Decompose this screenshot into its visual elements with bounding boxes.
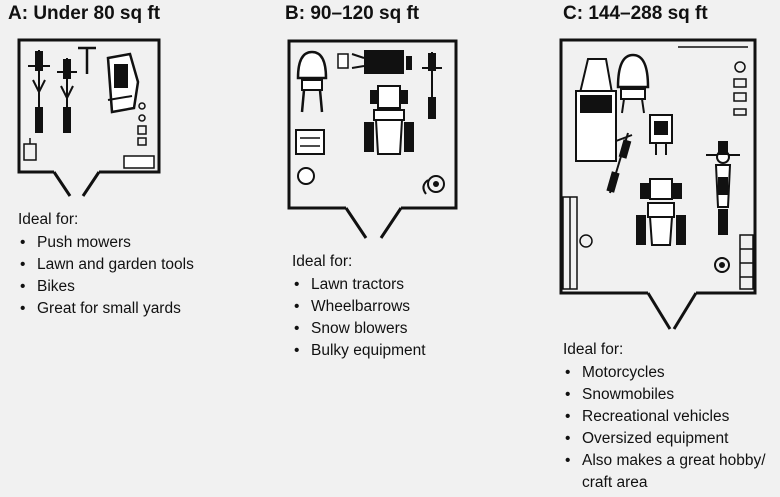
list-item: Oversized equipment — [563, 428, 766, 450]
watering-can-icon — [23, 138, 37, 161]
storage-cabinet-icon — [739, 234, 754, 290]
list-item: Lawn tractors — [292, 274, 426, 296]
motorcycle-icon — [706, 141, 740, 235]
list-item: Push mowers — [18, 232, 194, 254]
list-item: Great for small yards — [18, 298, 194, 320]
list-item-continuation: craft area — [582, 474, 648, 491]
list-item: Wheelbarrows — [292, 296, 426, 318]
bucket-icon — [579, 234, 593, 248]
mower-handle-icon — [78, 46, 96, 74]
bike-icon — [28, 50, 50, 133]
bike-icon — [606, 132, 633, 194]
bucket-icon — [297, 167, 315, 185]
shed-c-floorplan — [559, 38, 757, 330]
snowmobile-icon — [575, 58, 617, 162]
list-item: Recreational vehicles — [563, 406, 766, 428]
snow-blower-icon — [296, 50, 328, 113]
section-a-title: A: Under 80 sq ft — [8, 3, 161, 24]
wheelbarrow-icon — [351, 50, 412, 74]
door-right-icon — [379, 207, 403, 239]
list-item: Motorcycles — [563, 362, 766, 384]
door-left-icon — [52, 171, 72, 197]
door-left-icon — [344, 207, 368, 239]
workbench-icon — [562, 196, 578, 290]
ideal-heading: Ideal for: — [18, 211, 79, 228]
toolbox-icon — [295, 129, 325, 155]
hose-reel-icon — [714, 257, 730, 273]
list-item: Snow blowers — [292, 318, 426, 340]
bike-icon — [57, 58, 77, 133]
door-right-icon — [672, 292, 698, 330]
shed-b-floorplan — [287, 39, 458, 239]
gas-can-icon — [337, 53, 349, 69]
section-c-title: C: 144–288 sq ft — [563, 3, 708, 24]
shed-a-floorplan — [17, 38, 161, 197]
shelf-items-icon — [123, 102, 155, 169]
door-right-icon — [81, 171, 101, 197]
list-item: Bulky equipment — [292, 340, 426, 362]
hose-reel-icon — [422, 175, 445, 195]
shelf-items-icon — [733, 61, 747, 116]
section-a-ideal-list: Ideal for: Push mowers Lawn and garden t… — [18, 209, 194, 320]
section-b-title: B: 90–120 sq ft — [285, 3, 420, 24]
ideal-heading: Ideal for: — [292, 253, 353, 270]
door-left-icon — [646, 292, 672, 330]
lawn-tractor-icon — [364, 85, 414, 155]
list-item: Snowmobiles — [563, 384, 766, 406]
section-c-ideal-list: Ideal for: Motorcycles Snowmobiles Recre… — [563, 339, 766, 494]
ideal-heading: Ideal for: — [563, 341, 624, 358]
push-mower-icon — [106, 52, 140, 114]
atv-icon — [636, 178, 686, 246]
list-item: Also makes a great hobby/ — [563, 450, 766, 472]
list-item: Bikes — [18, 276, 194, 298]
list-item: Lawn and garden tools — [18, 254, 194, 276]
wheelbarrow-icon — [649, 114, 673, 155]
section-b-ideal-list: Ideal for: Lawn tractors Wheelbarrows Sn… — [292, 251, 426, 362]
snow-blower-icon — [616, 53, 650, 114]
bike-icon — [422, 52, 442, 119]
